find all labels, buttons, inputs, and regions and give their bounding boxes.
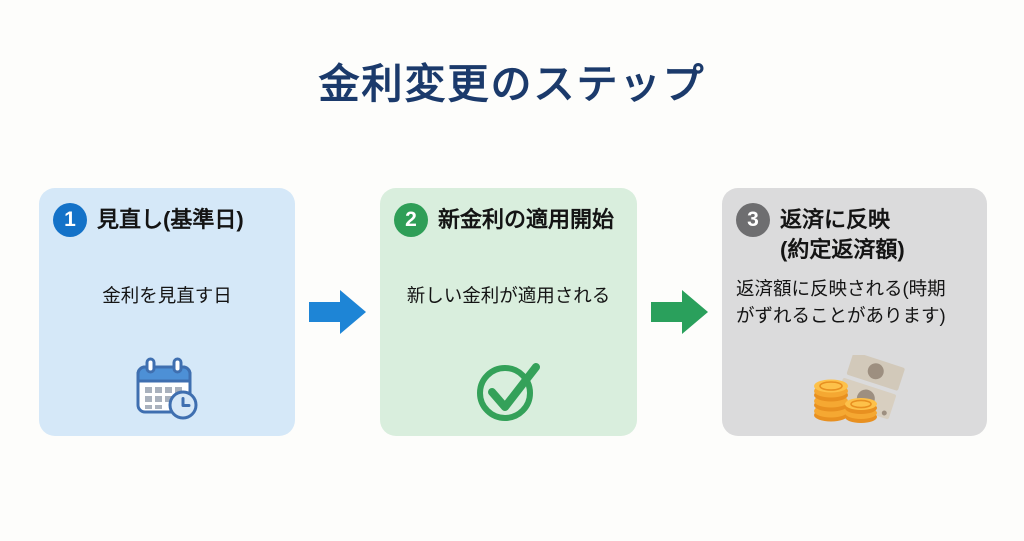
step-card-repayment: 3 返済に反映 (約定返済額) 返済額に反映される(時期がずれることがあります)	[722, 188, 987, 436]
step-3-header: 3 返済に反映 (約定返済額)	[736, 203, 973, 265]
step-1-header: 1 見直し(基準日)	[53, 203, 281, 237]
step-3-description: 返済額に反映される(時期がずれることがあります)	[736, 278, 946, 326]
step-3-title: 返済に反映	[780, 207, 891, 232]
steps-row: 1 見直し(基準日) 金利を見直す日	[0, 188, 1024, 436]
step-2-number-badge: 2	[394, 203, 428, 237]
coins-banknotes-icon	[736, 354, 973, 424]
step-1-number-badge: 1	[53, 203, 87, 237]
step-card-review: 1 見直し(基準日) 金利を見直す日	[39, 188, 295, 436]
step-2-title: 新金利の適用開始	[438, 207, 615, 232]
step-3-title-line2: (約定返済額)	[780, 237, 905, 262]
step-3-number-badge: 3	[736, 203, 770, 237]
arrow-right-icon	[637, 188, 722, 436]
step-2-description: 新しい金利が適用される	[406, 285, 611, 306]
arrow-right-icon	[295, 188, 380, 436]
step-2-header: 2 新金利の適用開始	[394, 203, 623, 237]
step-1-description: 金利を見直す日	[102, 285, 232, 306]
calendar-clock-icon	[53, 354, 281, 424]
step-card-new-rate: 2 新金利の適用開始 新しい金利が適用される	[380, 188, 637, 436]
page-title: 金利変更のステップ	[318, 61, 706, 107]
check-circle-icon	[394, 354, 623, 424]
step-1-title: 見直し(基準日)	[97, 207, 244, 232]
